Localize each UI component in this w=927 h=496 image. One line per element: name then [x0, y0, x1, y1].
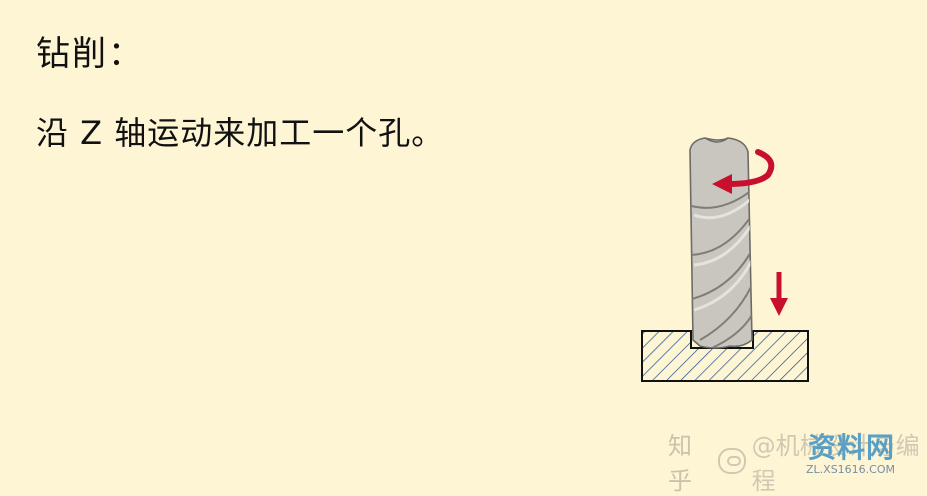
description-text: 沿 Z 轴运动来加工一个孔。 [36, 114, 445, 152]
rotation-arrow [712, 149, 775, 194]
feed-down-arrow [770, 272, 788, 316]
logo-url: ZL.XS1616.COM [806, 463, 895, 476]
wechat-icon [717, 448, 746, 474]
drilling-diagram [641, 137, 809, 382]
site-logo: 资料网 ZL.XS1616.COM [806, 426, 895, 476]
page-title: 钻削： [36, 34, 144, 74]
end-mill-tool [689, 137, 753, 349]
watermark-platform: 知乎 [668, 432, 692, 495]
logo-name: 资料网 [807, 431, 895, 464]
